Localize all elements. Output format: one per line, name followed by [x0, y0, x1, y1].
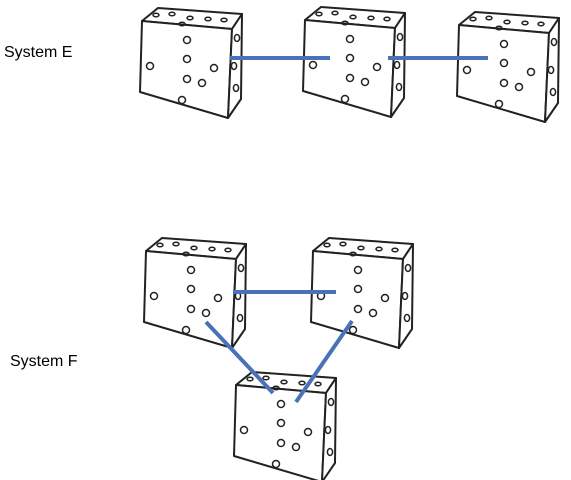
system-e-die-2 — [302, 6, 406, 118]
system-f-label: System F — [10, 353, 78, 370]
system-e-label: System E — [4, 44, 73, 61]
system-f-group — [143, 237, 414, 480]
system-f-die-3 — [233, 371, 337, 480]
system-f-die-1 — [143, 237, 247, 349]
system-e-die-1 — [139, 7, 243, 119]
system-e-group — [139, 6, 560, 123]
system-f-bond-1-3 — [204, 320, 275, 395]
system-f-bond-2-3 — [294, 319, 354, 404]
system-e-die-3 — [456, 11, 560, 123]
